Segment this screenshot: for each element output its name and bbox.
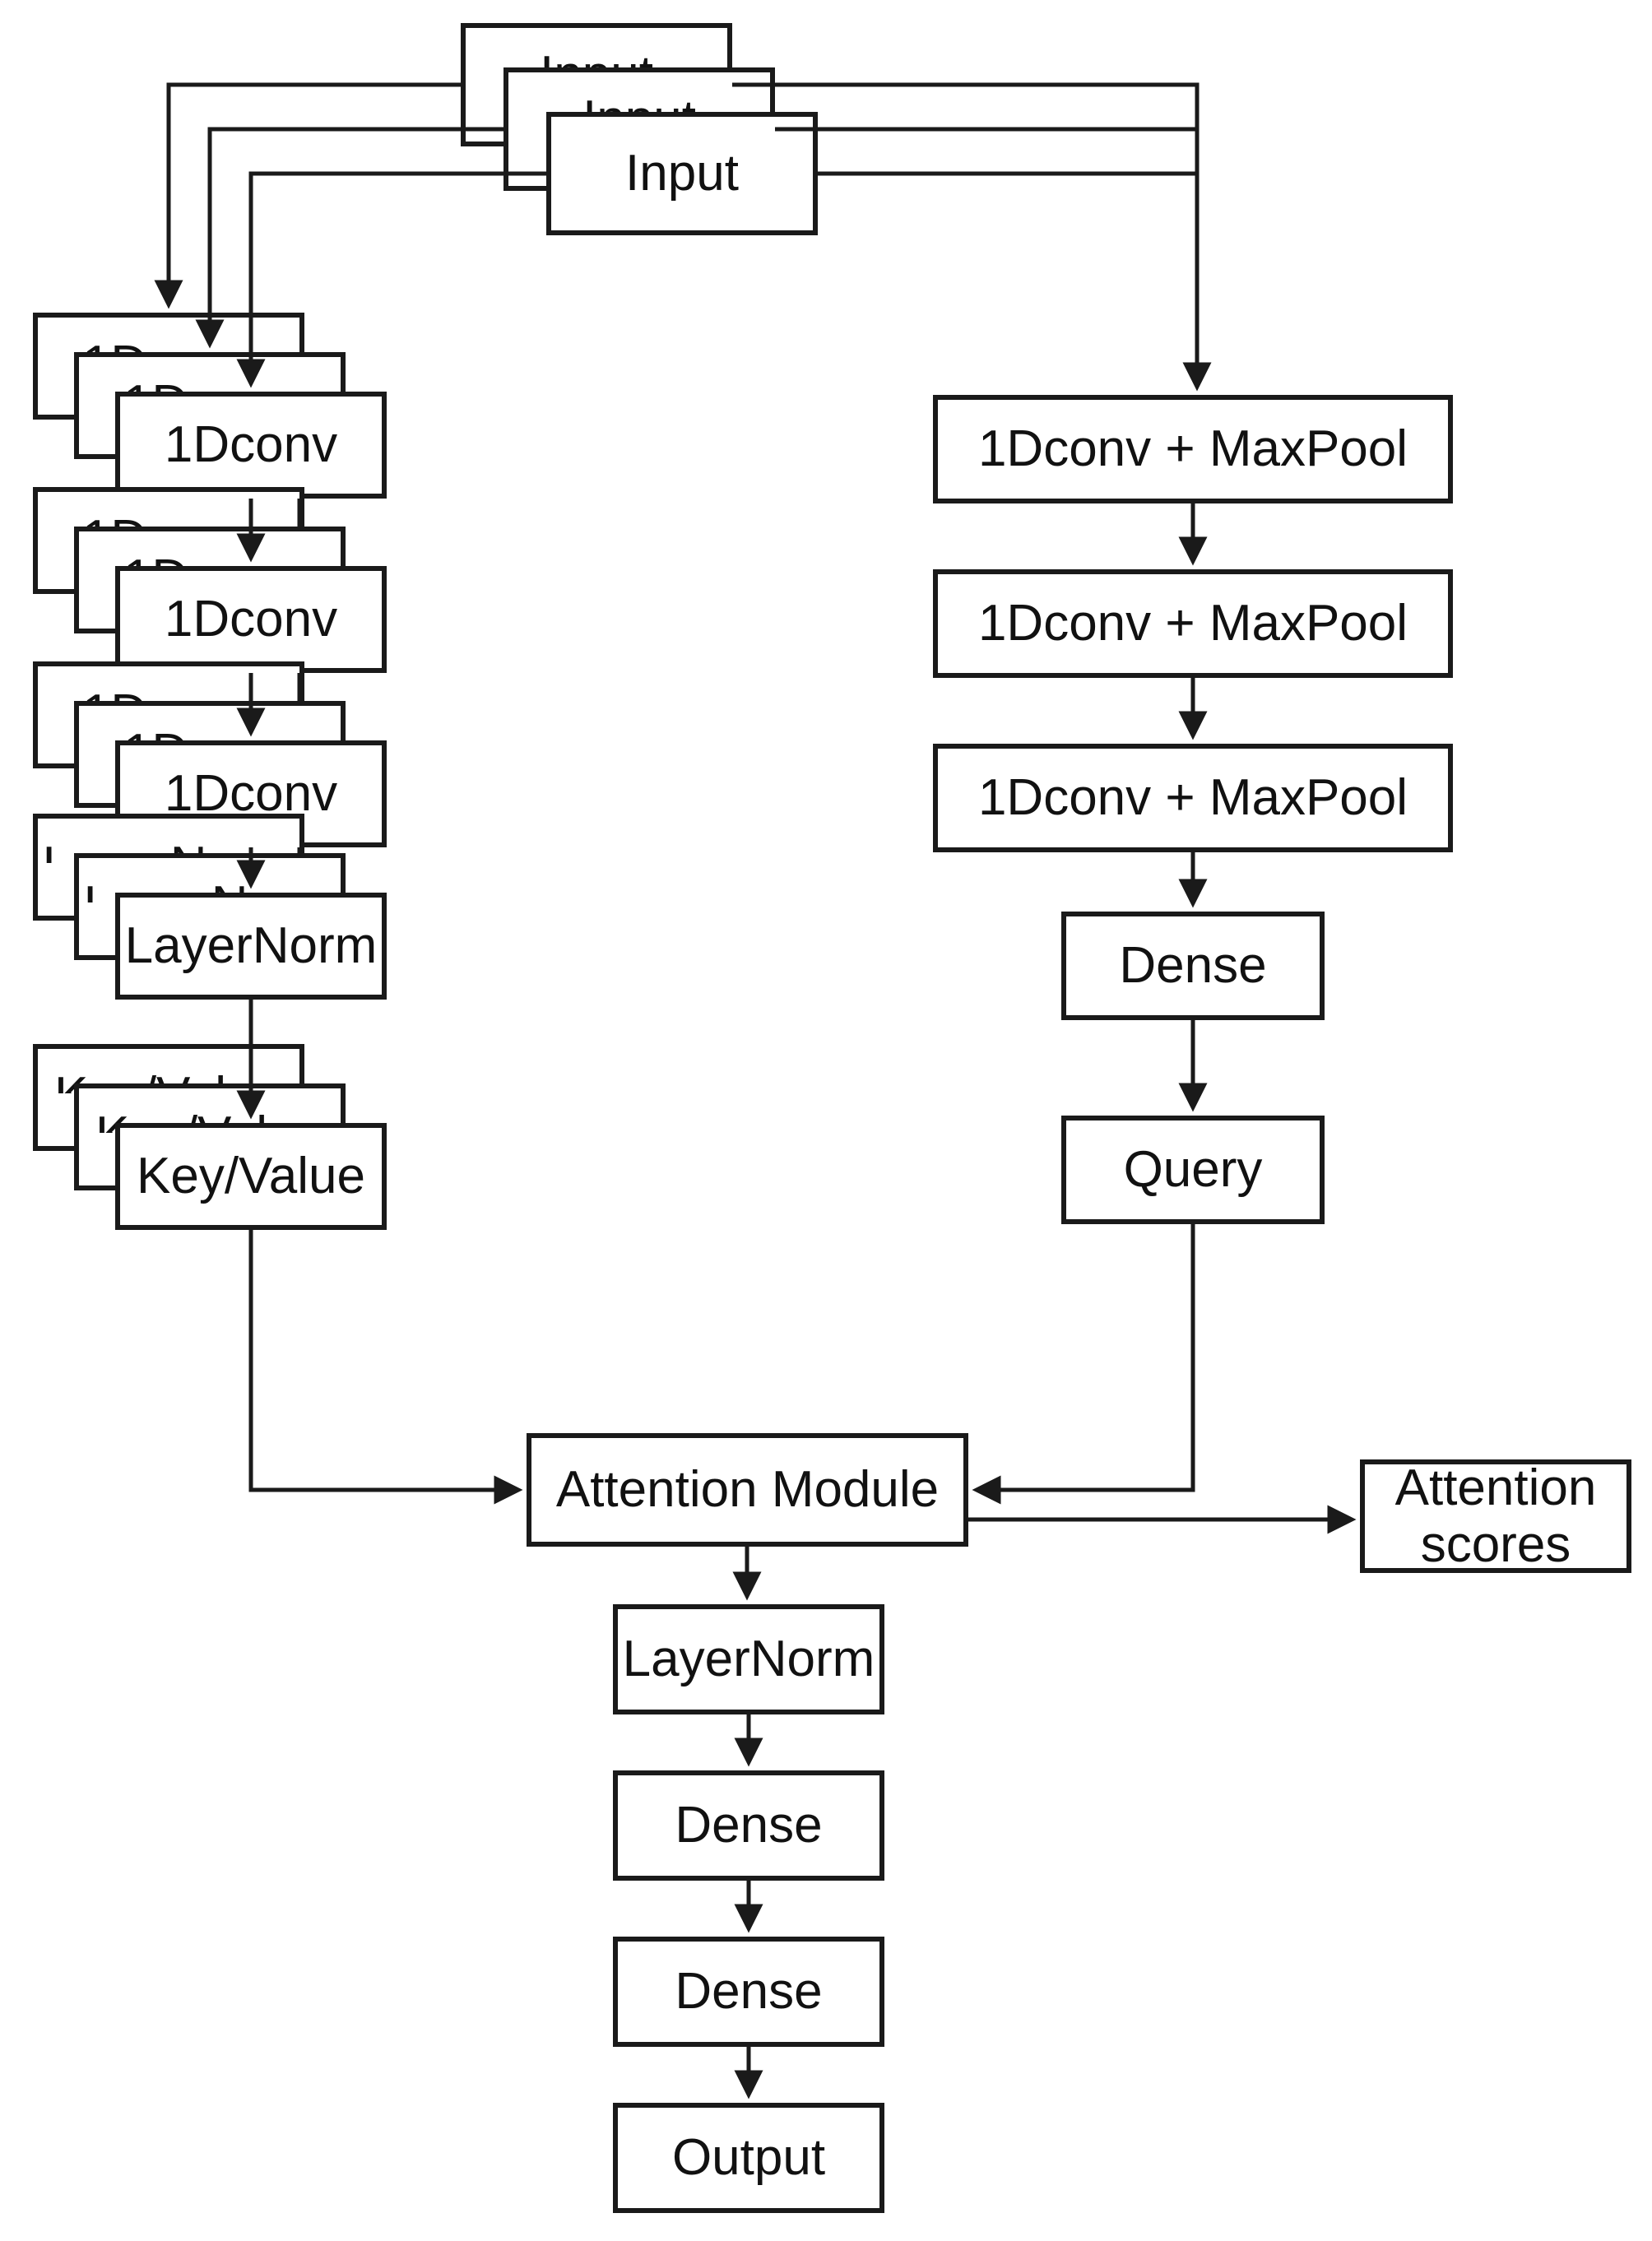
node-label: Input xyxy=(625,145,739,202)
node-label: 1Dconv xyxy=(164,765,338,823)
node-label: Key/Value xyxy=(136,1148,366,1205)
edge-input-conv1-mid xyxy=(195,127,503,349)
node-query: Query xyxy=(1061,1116,1325,1224)
node-label: LayerNorm xyxy=(124,917,378,975)
node-input: Input xyxy=(546,112,818,235)
node-label: 1Dconv + MaxPool xyxy=(977,595,1408,652)
node-dense-mid2: Dense xyxy=(613,1937,884,2047)
node-dense-mid1: Dense xyxy=(613,1770,884,1881)
node-label: 1Dconv + MaxPool xyxy=(977,769,1408,827)
node-label: 1Dconv + MaxPool xyxy=(977,420,1408,478)
node-layernorm-left: LayerNorm xyxy=(115,893,387,1000)
node-label: Dense xyxy=(675,1963,823,2021)
node-label: Query xyxy=(1123,1141,1263,1199)
node-conv2: 1Dconv xyxy=(115,566,387,673)
node-convpool3: 1Dconv + MaxPool xyxy=(933,744,1453,852)
edge-query-attention xyxy=(972,1224,1195,1505)
node-key-value: Key/Value xyxy=(115,1123,387,1230)
node-label: LayerNorm xyxy=(622,1631,875,1688)
node-label: 1Dconv xyxy=(164,416,338,474)
node-dense-right: Dense xyxy=(1061,912,1325,1020)
node-label: Dense xyxy=(675,1797,823,1854)
node-layernorm-mid: LayerNorm xyxy=(613,1604,884,1714)
node-label: 1Dconv xyxy=(164,591,338,648)
node-conv1: 1Dconv xyxy=(115,392,387,499)
node-convpool1: 1Dconv + MaxPool xyxy=(933,395,1453,503)
node-output: Output xyxy=(613,2103,884,2213)
node-label: Output xyxy=(671,2129,826,2187)
node-attention-module: Attention Module xyxy=(527,1433,968,1547)
node-attention-scores: Attention scores xyxy=(1360,1459,1631,1573)
node-label: Attention scores xyxy=(1394,1459,1597,1573)
node-label: Attention Module xyxy=(555,1461,940,1519)
edge-input-conv1-back xyxy=(154,82,461,309)
edge-keyvalue-attention xyxy=(248,1230,523,1505)
node-label: Dense xyxy=(1119,937,1267,995)
node-convpool2: 1Dconv + MaxPool xyxy=(933,569,1453,678)
